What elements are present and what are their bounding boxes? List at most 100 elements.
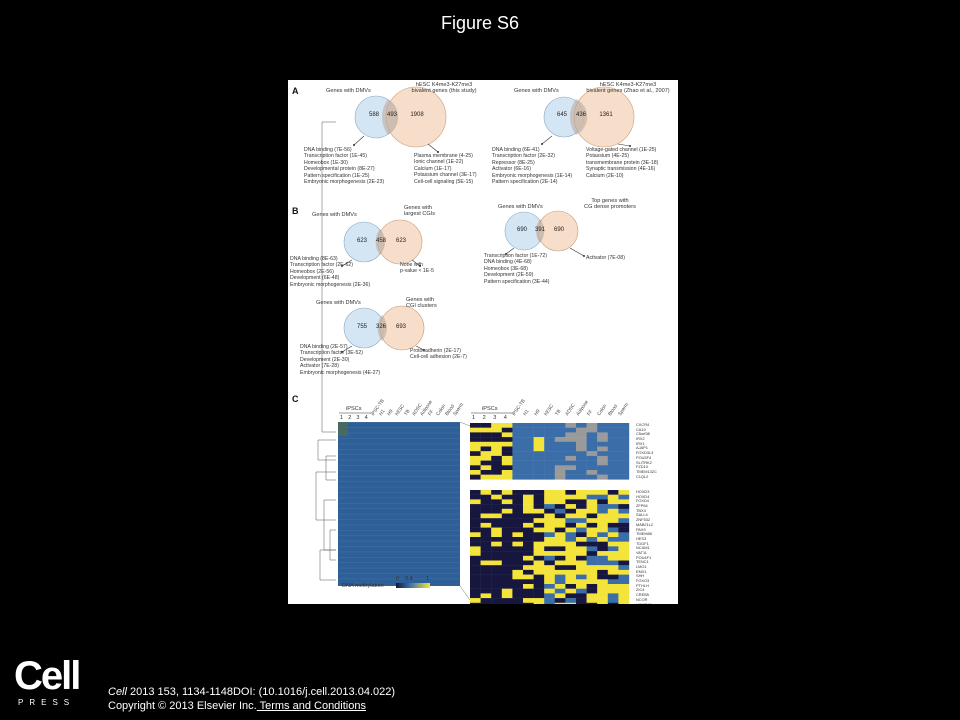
heatmap-cell-bottom	[523, 504, 534, 509]
heatmap-overview-row	[338, 492, 460, 493]
venn-a2-right-terms: Voltage-gated channel (1E-25)Potassium (…	[586, 147, 658, 179]
list-item: DNA binding (8E-63)	[290, 256, 338, 262]
heatmap-cell-bottom	[491, 490, 502, 495]
heatmap-cell-bottom	[618, 569, 630, 575]
heatmap-cell-bottom	[607, 541, 619, 547]
heatmap-cell-top	[480, 474, 492, 480]
heatmap-cell-bottom	[523, 593, 534, 599]
heatmap-cell-top	[470, 437, 481, 442]
heatmap-cell-bottom	[576, 579, 587, 585]
heatmap-cell-bottom	[618, 551, 630, 556]
heatmap-cell-top	[586, 470, 598, 475]
heatmap-cell-bottom	[554, 504, 566, 509]
list-item: POU4F1	[636, 554, 652, 560]
heatmap-cell-bottom	[533, 494, 545, 500]
heatmap-cell-top	[554, 451, 566, 457]
heatmap-cell-bottom	[597, 532, 608, 538]
heatmap-cell-bottom	[470, 555, 481, 561]
heatmap-cell-top	[576, 470, 587, 475]
heatmap-cell-top	[480, 455, 492, 461]
heatmap-cell-bottom	[512, 593, 524, 599]
heatmap-cell-top	[470, 441, 481, 447]
venn-b3-left-label: Genes with DMVs	[316, 300, 361, 306]
venn-b2-overlap	[536, 219, 545, 243]
heatmap-overview-row	[338, 497, 460, 499]
heatmap-cell-bottom	[586, 508, 598, 514]
heatmap-cell-bottom	[480, 584, 492, 589]
heatmap-cell-bottom	[470, 584, 481, 589]
heatmap-cell-bottom	[523, 490, 534, 495]
citation: Cell 2013 153, 1134-1148DOI: (10.1016/j.…	[108, 685, 395, 713]
heatmap-cell-bottom	[512, 541, 524, 547]
heatmap-cell-bottom	[554, 522, 566, 528]
heatmap-cell-bottom	[618, 499, 630, 505]
heatmap-cell-top	[607, 451, 619, 457]
venn-b2-right-terms: Activator (7E-08)	[586, 255, 625, 261]
heatmap-cell-bottom	[597, 579, 608, 585]
heatmap-cell-bottom	[491, 584, 502, 589]
heatmap-cell-bottom	[554, 541, 566, 547]
heatmap-cell-bottom	[576, 494, 587, 500]
heatmap-cell-bottom	[533, 546, 545, 552]
heatmap-cell-bottom	[597, 504, 608, 509]
heatmap-cell-bottom	[544, 499, 555, 505]
terms-and-conditions-link[interactable]: Terms and Conditions	[256, 700, 366, 712]
heatmap-cell-bottom	[576, 508, 587, 514]
zoom-connector	[459, 585, 471, 601]
list-item: SALL4	[636, 512, 648, 518]
heatmap-cell-bottom	[491, 522, 502, 528]
heatmap-right-group-label: iPSCs	[482, 406, 498, 412]
venn-a1-left-label: Genes with DMVs	[326, 88, 371, 94]
heatmap-cell-bottom	[523, 588, 534, 594]
heatmap-cell-bottom	[544, 537, 555, 542]
venn-a1-right-arrow	[427, 143, 439, 153]
venn-b2-left-label: Genes with DMVs	[498, 204, 543, 210]
heatmap-cell-top	[512, 451, 524, 457]
venn-b1-left-arrow-head	[341, 265, 343, 267]
heatmap-cell-bottom	[565, 546, 577, 552]
heatmap-cell-bottom	[544, 541, 555, 547]
list-item: VAT1L	[636, 549, 648, 555]
heatmap-overview-row	[338, 486, 460, 488]
heatmap-cell-bottom	[480, 546, 492, 552]
heatmap-cell-bottom	[565, 513, 577, 519]
heatmap-cell-bottom	[618, 584, 630, 589]
heatmap-cell-bottom	[576, 513, 587, 519]
heatmap-cell-bottom	[544, 602, 555, 604]
heatmap-cell-top	[586, 465, 598, 471]
heatmap-cell-top	[565, 437, 577, 442]
heatmap-cell-top	[480, 470, 492, 475]
heatmap-cell-bottom	[597, 565, 608, 571]
heatmap-cell-top	[554, 427, 566, 433]
heatmap-cell-bottom	[586, 560, 598, 566]
heatmap-overview-row	[338, 557, 460, 558]
heatmap-cell-top	[607, 465, 619, 471]
heatmap-cell-top	[554, 465, 566, 471]
heatmap-cell-bottom	[470, 494, 481, 500]
heatmap-cell-bottom	[470, 490, 481, 495]
heatmap-cell-bottom	[491, 602, 502, 604]
heatmap-cell-top	[554, 441, 566, 447]
heatmap-cell-bottom	[576, 532, 587, 538]
heatmap-cell-top	[607, 427, 619, 433]
venn-b3-left-terms: DNA binding (2E-57)Transcription factor …	[300, 344, 380, 376]
heatmap-left-group-label: iPSCs	[346, 406, 362, 412]
heatmap-cell-bottom	[576, 499, 587, 505]
heatmap-cell-top	[470, 470, 481, 475]
list-item: TDGF1	[636, 540, 649, 546]
heatmap-cell-bottom	[501, 569, 513, 575]
heatmap-overview-row	[338, 546, 460, 547]
heatmap-cell-bottom	[597, 527, 608, 533]
heatmap-cell-top	[533, 446, 545, 452]
heatmap-cell-top	[480, 441, 492, 447]
heatmap-cell-top	[554, 437, 566, 442]
heatmap-cell-bottom	[512, 532, 524, 538]
heatmap-cell-bottom	[501, 551, 513, 556]
heatmap-cell-top	[607, 437, 619, 442]
heatmap-cell-top	[607, 474, 619, 480]
heatmap-cell-bottom	[565, 569, 577, 575]
heatmap-cell-bottom	[501, 555, 513, 561]
heatmap-cell-bottom	[586, 579, 598, 585]
heatmap-cell-top	[597, 474, 608, 480]
heatmap-cell-bottom	[512, 579, 524, 585]
